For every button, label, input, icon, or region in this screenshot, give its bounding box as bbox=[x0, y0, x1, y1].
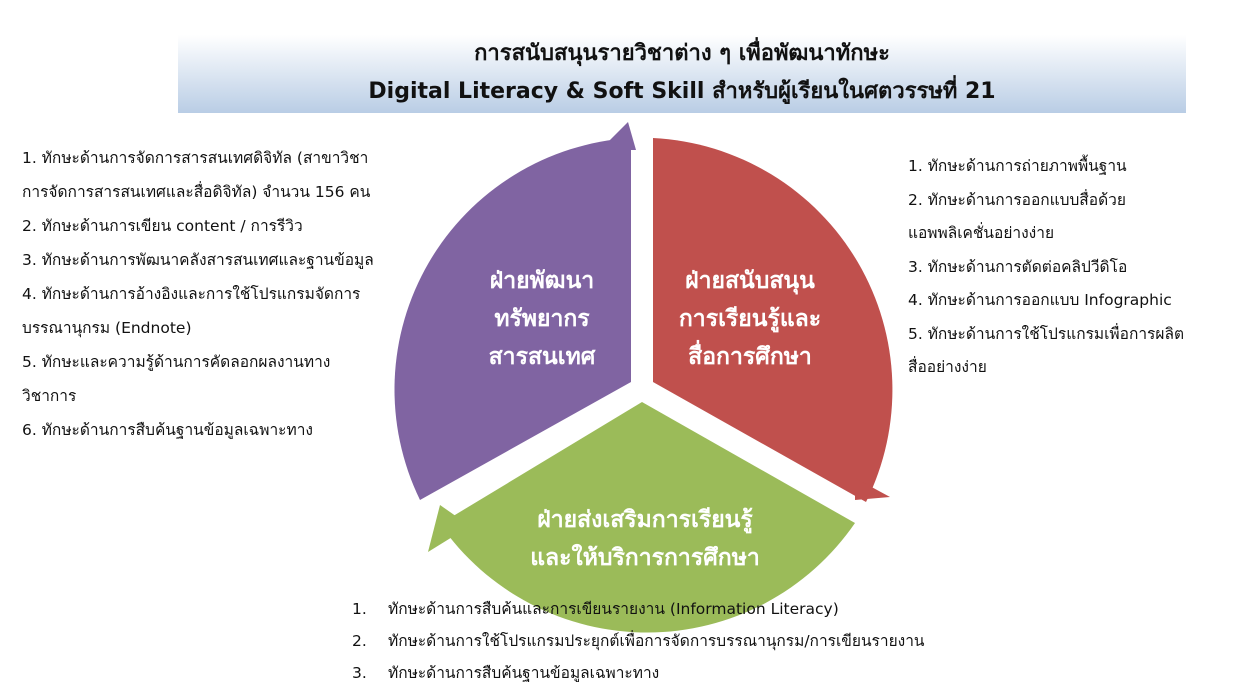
left-skill-list: 1. ทักษะด้านการจัดการสารสนเทศดิจิทัล (สา… bbox=[22, 141, 374, 447]
list-item: การจัดการสารสนเทศและสื่อดิจิทัล) จำนวน 1… bbox=[22, 183, 371, 201]
segment-purple bbox=[394, 122, 636, 500]
list-item: บรรณานุกรม (Endnote) bbox=[22, 319, 192, 337]
label-line: ฝ่ายสนับสนุน bbox=[685, 268, 815, 294]
list-item: 3. ทักษะด้านการพัฒนาคลังสารสนเทศและฐานข้… bbox=[22, 251, 374, 269]
list-item: 4. ทักษะด้านการออกแบบ Infographic bbox=[908, 291, 1172, 309]
label-line: สื่อการศึกษา bbox=[688, 344, 812, 370]
list-text: ทักษะด้านการสืบค้นฐานข้อมูลเฉพาะทาง bbox=[388, 664, 660, 682]
label-line: ฝ่ายส่งเสริมการเรียนรู้ bbox=[537, 507, 753, 533]
list-item: 1. ทักษะด้านการสืบค้นและการเขียนรายงาน (I… bbox=[352, 593, 925, 625]
title-line-2: Digital Literacy & Soft Skill สำหรับผู้เ… bbox=[368, 79, 996, 104]
list-item: 3. ทักษะด้านการสืบค้นฐานข้อมูลเฉพาะทาง bbox=[352, 657, 925, 689]
segment-label-purple: ฝ่ายพัฒนา ทรัพยากร สารสนเทศ bbox=[462, 262, 622, 376]
label-line: ทรัพยากร bbox=[494, 306, 590, 332]
bottom-skill-list: 1. ทักษะด้านการสืบค้นและการเขียนรายงาน (I… bbox=[352, 593, 925, 689]
list-number: 1. bbox=[352, 600, 367, 618]
list-item: 2. ทักษะด้านการใช้โปรแกรมประยุกต์เพื่อการ… bbox=[352, 625, 925, 657]
list-item: 4. ทักษะด้านการอ้างอิงและการใช้โปรแกรมจั… bbox=[22, 285, 361, 303]
list-item: 5. ทักษะด้านการใช้โปรแกรมเพื่อการผลิต bbox=[908, 324, 1185, 343]
list-item: สื่ออย่างง่าย bbox=[908, 358, 987, 376]
segment-red bbox=[653, 138, 893, 502]
list-item: 5. ทักษะและความรู้ด้านการคัดลอกผลงานทาง bbox=[22, 353, 331, 371]
list-item: แอพพลิเคชั่นอย่างง่าย bbox=[908, 224, 1055, 242]
title-line-1: การสนับสนุนรายวิชาต่าง ๆ เพื่อพัฒนาทักษะ bbox=[474, 41, 890, 66]
label-line: สารสนเทศ bbox=[488, 344, 596, 370]
list-item: 1. ทักษะด้านการจัดการสารสนเทศดิจิทัล (สา… bbox=[22, 149, 369, 167]
list-text: ทักษะด้านการสืบค้นและการเขียนรายงาน (Inf… bbox=[388, 600, 839, 618]
list-number: 3. bbox=[352, 664, 367, 682]
segment-green bbox=[428, 402, 855, 633]
arrowhead-green bbox=[428, 505, 470, 552]
list-item: 2. ทักษะด้านการออกแบบสื่อด้วย bbox=[908, 190, 1126, 209]
arrowhead-red bbox=[855, 478, 890, 500]
label-line: และให้บริการการศึกษา bbox=[530, 545, 760, 571]
title-banner: การสนับสนุนรายวิชาต่าง ๆ เพื่อพัฒนาทักษะ… bbox=[178, 35, 1186, 113]
list-item: วิชาการ bbox=[22, 387, 77, 405]
label-line: ฝ่ายพัฒนา bbox=[489, 268, 595, 294]
list-number: 2. bbox=[352, 632, 367, 650]
label-line: การเรียนรู้และ bbox=[678, 306, 822, 332]
segment-label-red: ฝ่ายสนับสนุน การเรียนรู้และ สื่อการศึกษา bbox=[655, 262, 845, 376]
list-item: 2. ทักษะด้านการเขียน content / การรีวิว bbox=[22, 217, 303, 235]
list-item: 1. ทักษะด้านการถ่ายภาพพื้นฐาน bbox=[908, 157, 1127, 175]
list-text: ทักษะด้านการใช้โปรแกรมประยุกต์เพื่อการจั… bbox=[388, 632, 925, 650]
list-item: 3. ทักษะด้านการตัดต่อคลิปวีดิโอ bbox=[908, 257, 1128, 276]
segment-label-green: ฝ่ายส่งเสริมการเรียนรู้ และให้บริการการศ… bbox=[500, 501, 790, 577]
arrowhead-purple bbox=[600, 122, 636, 150]
right-skill-list: 1. ทักษะด้านการถ่ายภาพพื้นฐาน 2. ทักษะด้า… bbox=[908, 150, 1184, 385]
list-item: 6. ทักษะด้านการสืบค้นฐานข้อมูลเฉพาะทาง bbox=[22, 421, 313, 439]
